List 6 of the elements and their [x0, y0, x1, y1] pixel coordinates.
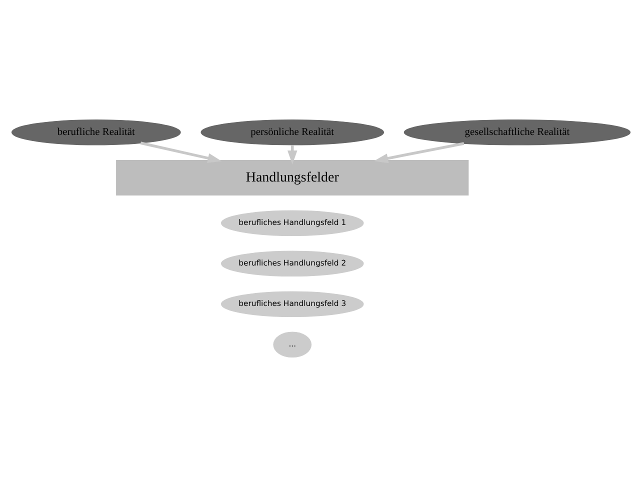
node-box: Handlungsfelder: [116, 160, 469, 196]
node-ellipse: persönliche Realität: [200, 119, 384, 146]
arrow: [374, 142, 464, 164]
node-ellipse: gesellschaftliche Realität: [404, 119, 631, 146]
arrow: [140, 142, 222, 163]
node-ellipse: berufliche Realität: [11, 119, 181, 146]
